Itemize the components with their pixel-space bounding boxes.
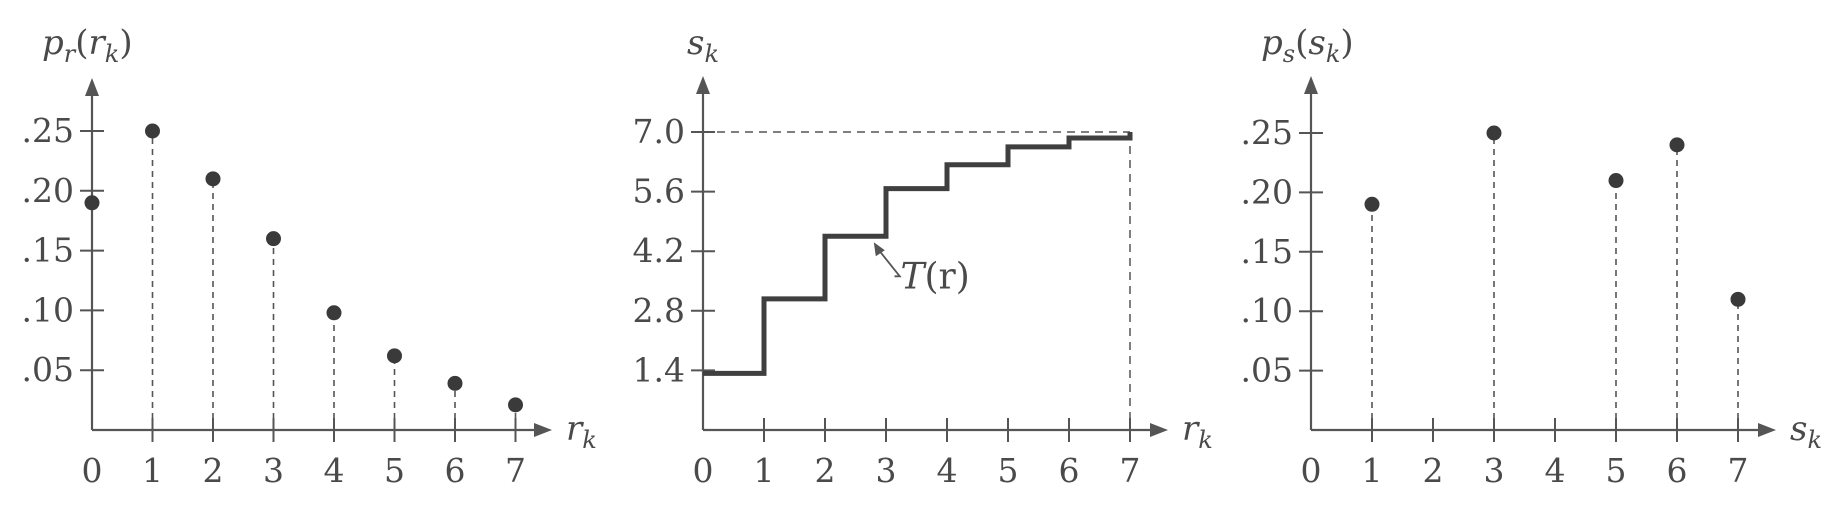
y-tick-label: 4.2 [633, 231, 685, 270]
x-axis-title-main: r [566, 409, 584, 449]
x-tick-label: 1 [754, 451, 775, 490]
y-tick-label: .05 [1241, 351, 1293, 390]
y-axis-title-main: p [42, 23, 64, 63]
data-point [508, 397, 523, 413]
x-tick-label: 5 [998, 451, 1019, 490]
y-tick-label: .10 [22, 290, 74, 329]
x-tick-label: 5 [1606, 451, 1627, 490]
y-tick-label: .15 [22, 231, 74, 270]
x-axis-title-sub: k [1807, 426, 1822, 454]
y-axis-arrow [85, 78, 99, 96]
y-tick-label: 7.0 [633, 112, 685, 151]
y-axis-title-arg: s [1308, 23, 1325, 63]
y-axis-title-paren: ( [75, 23, 88, 63]
x-tick-label: 0 [82, 451, 103, 490]
data-point [1364, 196, 1380, 212]
y-axis-title-paren: ( [1295, 23, 1308, 63]
y-axis-title-sub: k [704, 40, 719, 68]
y-tick-label: .10 [1241, 291, 1293, 330]
y-axis-title-arg-sub: k [1326, 40, 1341, 68]
x-axis-title-sub: k [582, 426, 597, 454]
y-axis-title-paren: ) [1340, 23, 1353, 63]
y-tick-label: 2.8 [633, 291, 685, 330]
x-tick-label: 5 [384, 451, 405, 490]
y-axis-title: ps(sk) [1261, 23, 1354, 68]
y-axis-title-arg: r [89, 23, 107, 63]
data-point [1730, 291, 1746, 307]
annotation-arrowhead [873, 242, 885, 257]
x-tick-label: 3 [263, 451, 284, 490]
x-tick-label: 3 [876, 451, 897, 490]
x-tick-label: 0 [1301, 451, 1322, 490]
x-axis-arrow [534, 423, 552, 437]
y-tick-label: 5.6 [633, 172, 685, 211]
y-axis-title-sub: r [64, 40, 77, 68]
data-point [145, 123, 160, 139]
y-tick-label: .25 [1241, 113, 1293, 152]
y-axis-title: pr(rk) [42, 23, 133, 68]
x-tick-label: 3 [1484, 451, 1505, 490]
annotation-label-main: T [901, 256, 928, 297]
x-tick-label: 6 [445, 451, 466, 490]
data-point [1669, 137, 1685, 153]
x-tick-label: 2 [1423, 451, 1444, 490]
data-point [447, 375, 463, 391]
x-tick-label: 0 [693, 451, 714, 490]
y-axis-title-main: p [1261, 23, 1283, 63]
y-axis-arrow [696, 76, 710, 94]
data-point [326, 305, 342, 321]
x-tick-label: 2 [203, 451, 224, 490]
annotation-label: T(r) [901, 256, 970, 297]
y-tick-label: 1.4 [633, 350, 685, 389]
data-point [1608, 173, 1624, 189]
data-point [1486, 125, 1502, 141]
x-tick-label: 7 [1728, 451, 1749, 490]
x-axis-title: rk [1182, 409, 1213, 454]
data-point [205, 171, 221, 187]
y-tick-label: .15 [1241, 232, 1293, 271]
data-point [387, 348, 402, 364]
y-axis-title: sk [687, 23, 719, 68]
y-axis-arrow [1304, 76, 1318, 94]
x-tick-label: 7 [505, 451, 526, 490]
annotation-label-arg: (r) [925, 256, 970, 297]
x-axis-title: rk [566, 409, 597, 454]
x-axis-arrow [1150, 423, 1168, 437]
x-tick-label: 4 [1545, 451, 1566, 490]
y-axis-title-main: s [687, 23, 704, 63]
x-axis-title-sub: k [1198, 426, 1213, 454]
x-axis-title: sk [1790, 409, 1822, 454]
x-tick-label: 7 [1120, 451, 1141, 490]
x-tick-label: 4 [937, 451, 958, 490]
x-tick-label: 6 [1059, 451, 1080, 490]
data-point [266, 231, 281, 247]
y-tick-label: .25 [22, 111, 74, 150]
x-tick-label: 6 [1667, 451, 1688, 490]
x-tick-label: 2 [815, 451, 836, 490]
y-tick-label: .20 [22, 171, 74, 210]
x-tick-label: 1 [142, 451, 163, 490]
y-tick-label: .05 [22, 350, 74, 389]
x-tick-label: 1 [1362, 451, 1383, 490]
y-axis-title-paren: ) [119, 23, 132, 63]
x-axis-arrow [1758, 423, 1776, 437]
annotation-arrow [875, 245, 902, 278]
y-axis-title-arg-sub: k [105, 40, 120, 68]
x-axis-title-main: s [1790, 409, 1807, 449]
x-tick-label: 4 [324, 451, 345, 490]
y-axis-title-sub: s [1283, 40, 1295, 68]
data-point [84, 195, 100, 211]
y-tick-label: .20 [1241, 172, 1293, 211]
step-line [703, 132, 1133, 376]
x-axis-title-main: r [1182, 409, 1200, 449]
